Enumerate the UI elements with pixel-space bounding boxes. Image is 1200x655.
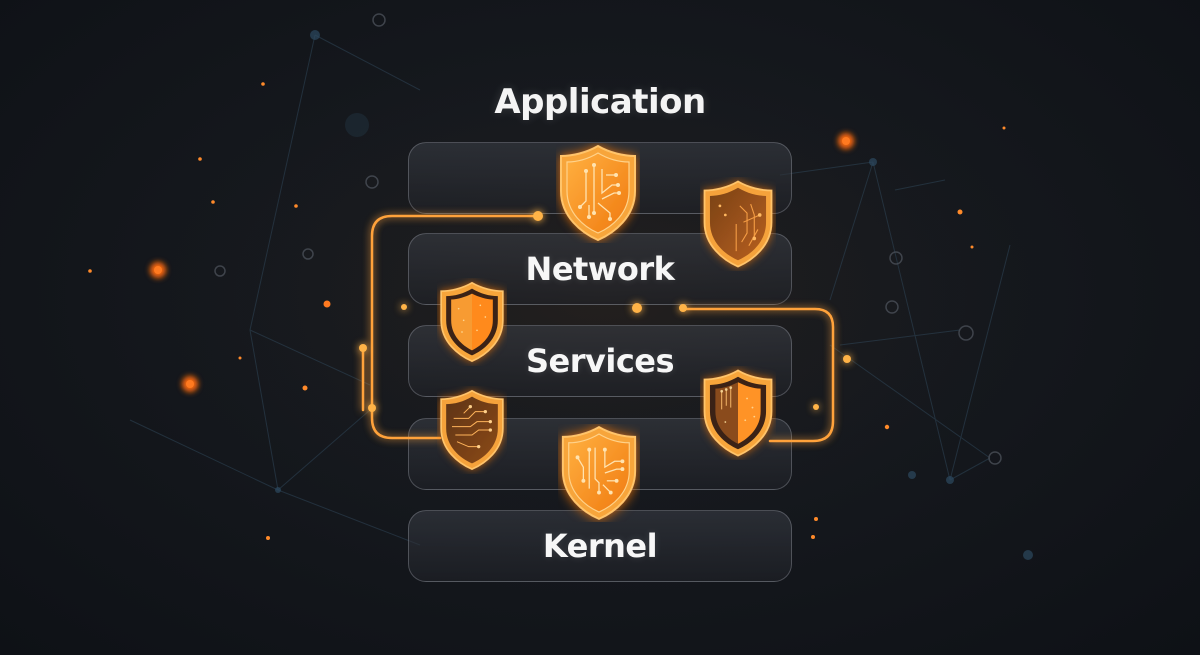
shield-circuit-dark-icon — [440, 389, 504, 471]
shield-circuit-icon — [561, 425, 637, 520]
layer-label: Kernel — [542, 527, 658, 565]
shield-split-icon — [440, 281, 504, 363]
shield-circuit-icon — [560, 144, 636, 242]
diagram-title: Application — [494, 82, 706, 122]
shield-circuit-dark-icon — [703, 180, 773, 268]
layer-label: Services — [525, 342, 675, 380]
layer-label: Network — [525, 250, 675, 288]
shield-split-dark-icon — [703, 369, 773, 457]
layer-kernel[interactable]: Kernel — [408, 510, 792, 582]
